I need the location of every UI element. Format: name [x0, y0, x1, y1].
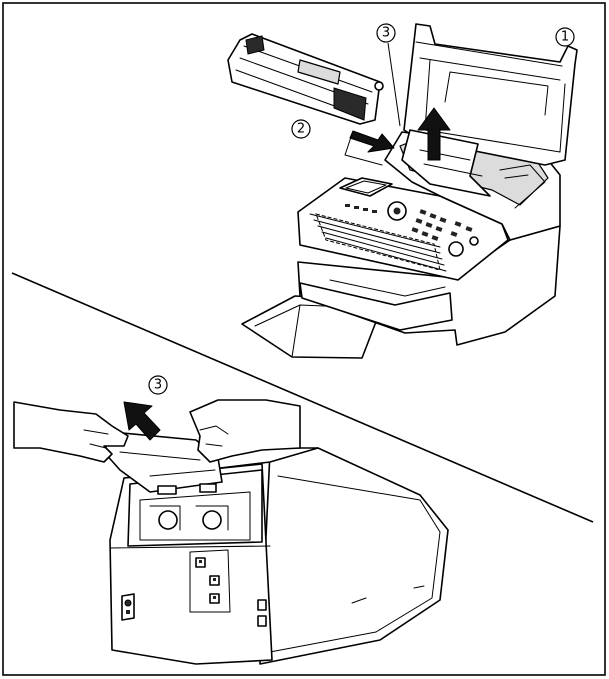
fax-machine-rear-illustration — [13, 399, 449, 665]
lcd-display — [339, 177, 393, 197]
paper-exit-slot — [299, 282, 453, 331]
one-touch-keyboard — [309, 213, 447, 272]
callout-1: 1 — [555, 27, 575, 47]
callout-3-top-label: 3 — [382, 26, 390, 41]
section-divider — [11, 272, 594, 523]
rear-roller-right — [202, 510, 222, 530]
drum-cartridge — [227, 33, 384, 125]
machine-side-panel — [259, 447, 449, 665]
power-socket — [121, 593, 135, 621]
start-button — [448, 241, 464, 257]
arrow-pull-paper-up — [417, 107, 451, 161]
jammed-paper-top — [401, 129, 491, 197]
rear-roller-left — [158, 510, 178, 530]
left-hand — [13, 401, 129, 463]
callout-2-label: 2 — [297, 122, 305, 137]
callout-3-bottom: 3 — [148, 375, 168, 395]
fax-machine-top-illustration — [227, 23, 578, 359]
callout-3-bottom-label: 3 — [154, 378, 162, 393]
right-hand — [189, 399, 301, 463]
arrow-pull-paper-rear — [123, 401, 161, 441]
callout-3-top: 3 — [376, 23, 401, 127]
number-keypad — [411, 209, 473, 241]
callout-1-label: 1 — [561, 30, 569, 45]
callout-2: 2 — [291, 119, 311, 139]
